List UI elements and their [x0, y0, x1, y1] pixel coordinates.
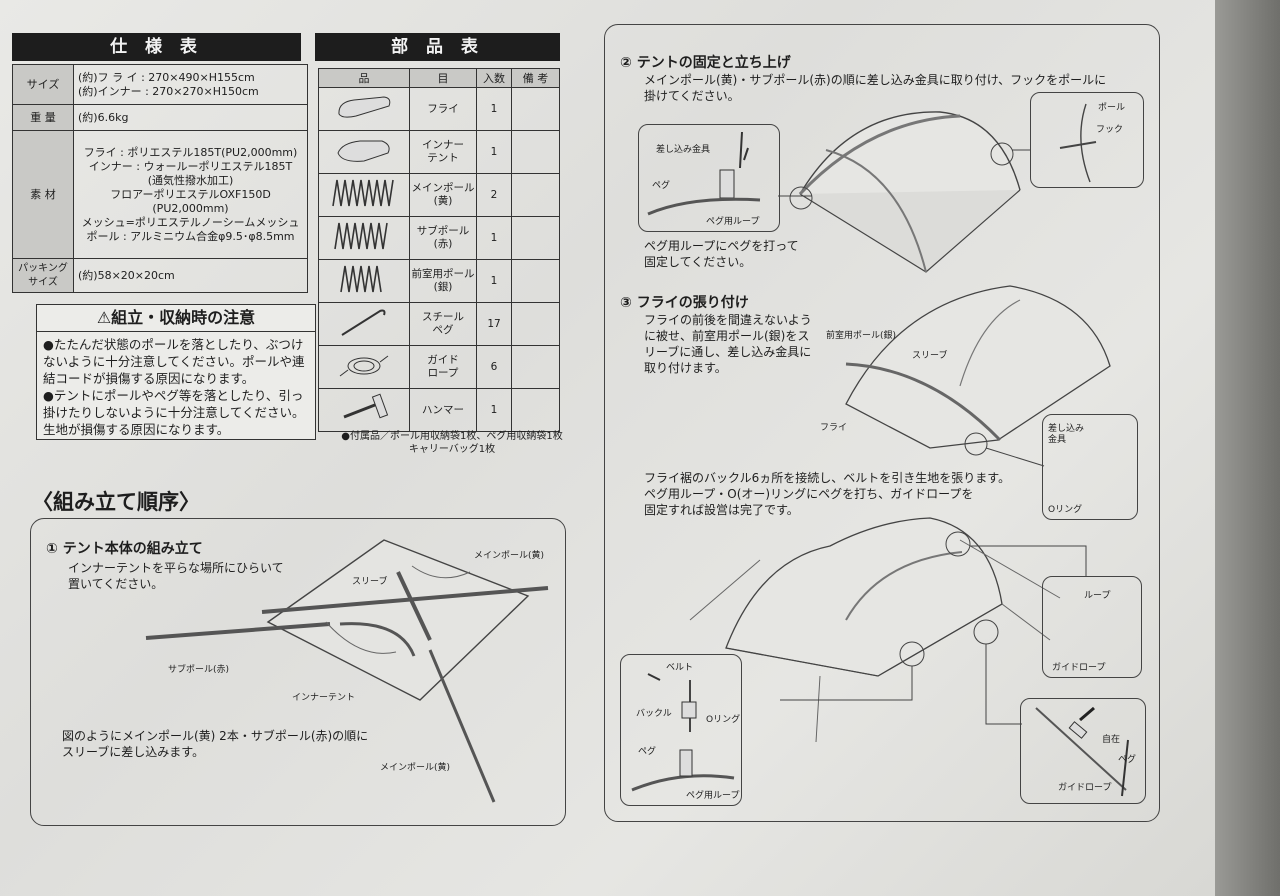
- parts-title: 部 品 表: [315, 33, 560, 61]
- step2-label-peg-loop: ペグ用ループ: [706, 217, 760, 227]
- part-qty: 1: [476, 87, 512, 131]
- parts-note: ●付属品／ポール用収納袋1枚、ペグ用収納袋1枚 キャリーバッグ1枚: [341, 431, 563, 455]
- step3-label-adjuster: 自在: [1102, 735, 1121, 745]
- table-background: [1215, 0, 1280, 896]
- step3-fitting-detail: [1042, 414, 1138, 520]
- assembly-heading: 〈組み立て順序〉: [32, 490, 200, 514]
- step2-peg-detail: [638, 124, 780, 232]
- step3-label-peg2: ペグ: [1118, 755, 1137, 765]
- warning-text: ●たたんだ状態のポールを落としたり、ぶつけないように十分注意してください。ポール…: [43, 337, 305, 437]
- step3-label-belt: ベルト: [666, 663, 694, 673]
- warning-title: ⚠組立・収納時の注意: [37, 305, 315, 332]
- step1-text-bottom: 図のようにメインポール(黄) 2本・サブポール(赤)の順に スリーブに差し込みま…: [62, 729, 369, 759]
- main-pole-icon: [318, 173, 410, 217]
- step2-hook-detail: [1030, 92, 1144, 188]
- step3-label-vestibule-pole: 前室用ポール(銀): [826, 331, 897, 341]
- spec-label: サイズ: [12, 64, 74, 105]
- step3-label-fly: フライ: [820, 423, 848, 433]
- step3-label-guy-rope: ガイドロープ: [1052, 663, 1106, 673]
- step3-text-top: フライの前後を間違えないように被せ、前室用ポール(銀)をスリーブに通し、差し込み…: [644, 313, 812, 375]
- step1-label-main-pole-top: メインポール(黄): [474, 551, 545, 561]
- part-name: サブポール (赤): [409, 216, 477, 260]
- step3-label-insert-fitting: 差し込み 金具: [1048, 424, 1085, 445]
- step3-label-sleeve: スリーブ: [912, 351, 948, 361]
- step1-panel: [30, 518, 566, 826]
- step1-title: ① テント本体の組み立て: [46, 541, 203, 557]
- step3-loop-detail: [1042, 576, 1142, 678]
- warning-box: ⚠組立・収納時の注意 ●たたんだ状態のポールを落としたり、ぶつけないように十分注…: [36, 304, 316, 440]
- step3-title: ③ フライの張り付け: [620, 295, 749, 311]
- step3-label-guy-rope2: ガイドロープ: [1058, 783, 1112, 793]
- part-qty: 1: [476, 259, 512, 303]
- step2-label-pole: ポール: [1098, 103, 1126, 113]
- step1-label-inner-tent: インナーテント: [292, 693, 356, 703]
- parts-header: 目: [409, 68, 477, 88]
- inner-tent-bag-icon: [318, 130, 410, 174]
- spec-value: フライ : ポリエステル185T(PU2,000mm) インナー : ウォールー…: [73, 130, 308, 259]
- step3-label-buckle: バックル: [636, 709, 672, 719]
- step2-text-bottom: ペグ用ループにペグを打って 固定してください。: [644, 239, 799, 269]
- part-name: インナー テント: [409, 130, 477, 174]
- step1-label-sub-pole: サブポール(赤): [168, 665, 230, 675]
- step1-label-main-pole-bottom: メインポール(黄): [380, 763, 451, 773]
- part-name: メインポール (黄): [409, 173, 477, 217]
- spec-value: (約)フ ラ イ : 270×490×H155cm (約)インナー : 270×…: [73, 64, 308, 105]
- step3-adjuster-detail: [1020, 698, 1146, 804]
- step2-title: ② テントの固定と立ち上げ: [620, 55, 791, 71]
- step3-label-peg: ペグ: [638, 747, 657, 757]
- step1-text-top: インナーテントを平らな場所にひらいて 置いてください。: [68, 561, 284, 591]
- guy-rope-icon: [318, 345, 410, 389]
- step3-label-loop: ループ: [1084, 591, 1111, 601]
- step3-text-middle: フライ裾のバックル6ヵ所を接続し、ベルトを引き生地を張ります。 ペグ用ループ・O…: [644, 471, 1011, 517]
- hammer-icon: [318, 388, 410, 432]
- part-qty: 2: [476, 173, 512, 217]
- parts-header: 入数: [476, 68, 512, 88]
- spec-value: (約)58×20×20cm: [73, 258, 308, 293]
- spec-title: 仕 様 表: [12, 33, 301, 61]
- spec-label: 重 量: [12, 104, 74, 131]
- step3-label-o-ring2: Oリング: [706, 715, 741, 725]
- parts-header: 備 考: [511, 68, 560, 88]
- step3-label-peg-loop: ペグ用ループ: [686, 791, 740, 801]
- step2-label-insert-fitting: 差し込み金具: [656, 145, 711, 155]
- fly-bag-icon: [318, 87, 410, 131]
- steps-2-3-panel: [604, 24, 1160, 822]
- step2-label-peg: ペグ: [652, 181, 671, 191]
- sub-pole-icon: [318, 216, 410, 260]
- spec-label: パッキング サイズ: [12, 258, 74, 293]
- part-name: フライ: [409, 87, 477, 131]
- step2-label-hook: フック: [1096, 125, 1124, 135]
- step2-text-top: メインポール(黄)・サブポール(赤)の順に差し込み金具に取り付け、フックをポール…: [644, 73, 1107, 103]
- spec-table: サイズ(約)フ ラ イ : 270×490×H155cm (約)インナー : 2…: [12, 64, 308, 293]
- parts-header: 品: [318, 68, 410, 88]
- step3-buckle-detail: [620, 654, 742, 806]
- spec-value: (約)6.6kg: [73, 104, 308, 131]
- part-name: 前室用ポール (銀): [409, 259, 477, 303]
- step1-label-sleeve: スリーブ: [352, 577, 388, 587]
- step3-label-o-ring: Oリング: [1048, 505, 1083, 515]
